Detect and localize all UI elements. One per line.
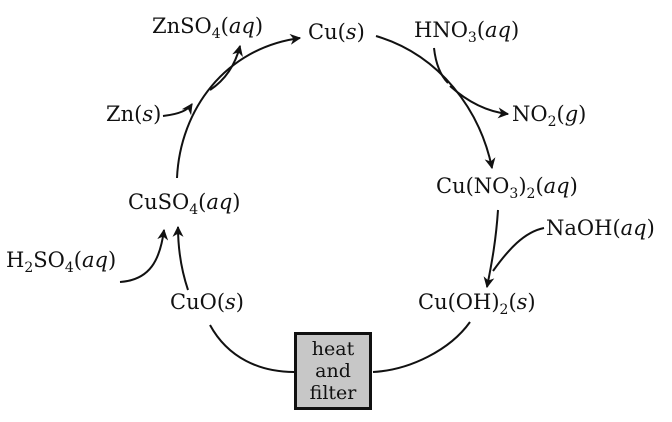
arrow-cuso4-to-cu bbox=[176, 33, 302, 179]
label-naoh: NaOH(aq) bbox=[546, 216, 655, 240]
box-line-and: and bbox=[315, 360, 351, 382]
arrow-box-to-cuo bbox=[209, 324, 295, 373]
arrow-hno3-in bbox=[433, 47, 449, 84]
arrow-cuno32-to-cuoh2 bbox=[483, 209, 499, 289]
label-h2so4: H2SO4(aq) bbox=[6, 248, 117, 276]
arrow-h2so4-in bbox=[119, 228, 169, 283]
arrow-naoh-in bbox=[492, 227, 545, 272]
box-line-heat: heat bbox=[311, 338, 355, 360]
heat-and-filter-box: heat and filter bbox=[294, 332, 372, 410]
box-line-filter: filter bbox=[309, 382, 357, 404]
arrow-cu-to-cuno32 bbox=[375, 35, 496, 170]
label-cuo: CuO(s) bbox=[170, 290, 244, 314]
arrow-zn-in bbox=[162, 103, 193, 117]
label-no2: NO2(g) bbox=[512, 102, 587, 130]
label-cu-s: Cu(s) bbox=[308, 20, 365, 44]
arrow-cuo-to-cuso4 bbox=[172, 225, 189, 291]
label-cuso4: CuSO4(aq) bbox=[128, 190, 241, 218]
label-znso4: ZnSO4(aq) bbox=[152, 14, 264, 42]
label-cu-oh-2: Cu(OH)2(s) bbox=[418, 290, 536, 318]
label-zn: Zn(s) bbox=[106, 102, 162, 126]
arrow-znso4-out bbox=[209, 44, 243, 91]
arrow-cuoh2-to-box bbox=[372, 321, 471, 373]
arrow-no2-out bbox=[449, 85, 510, 119]
label-cu-no3-2: Cu(NO3)2(aq) bbox=[436, 174, 578, 202]
label-hno3: HNO3(aq) bbox=[414, 18, 520, 46]
